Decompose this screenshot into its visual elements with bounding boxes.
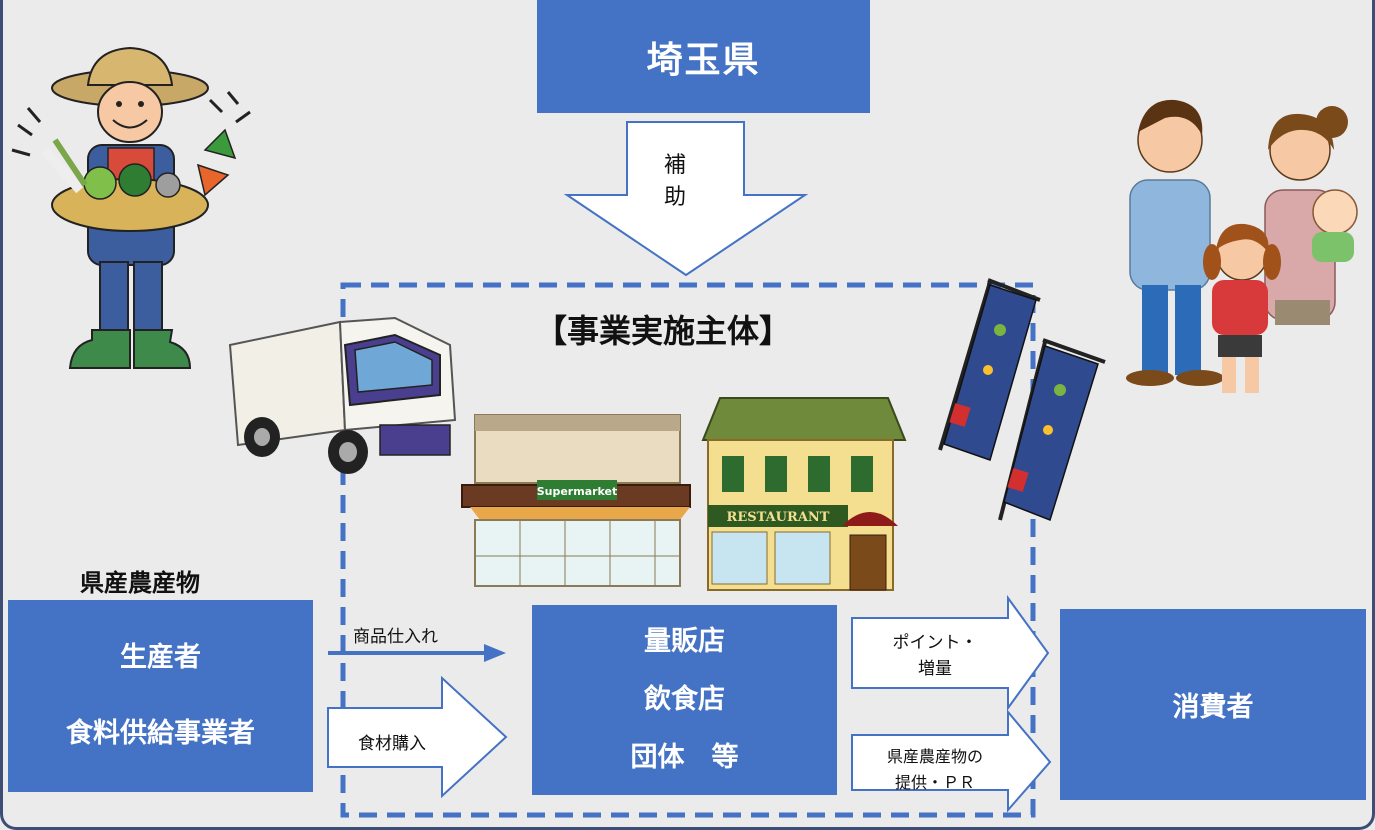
subsidy-label: 補 助 bbox=[660, 150, 690, 214]
points-label: ポイント・ 増量 bbox=[860, 630, 1010, 682]
subsidy-label-line1: 補 bbox=[663, 153, 686, 178]
producer-line1: 生産者 bbox=[120, 642, 201, 673]
purchase-goods-arrow-head bbox=[484, 644, 506, 662]
stores-box: 量販店 飲食店 団体 等 bbox=[532, 605, 837, 795]
provide-arrow bbox=[851, 709, 1052, 813]
ingredients-arrow bbox=[327, 675, 508, 799]
truck-illustration bbox=[228, 316, 457, 474]
provide-label: 県産農産物の 提供・ＰＲ bbox=[860, 744, 1010, 796]
subsidy-label-line2: 助 bbox=[663, 185, 686, 210]
producer-line2: 食料供給事業者 bbox=[66, 718, 255, 749]
provide-label-line2: 提供・ＰＲ bbox=[894, 773, 975, 792]
points-arrow bbox=[851, 594, 1050, 712]
supermarket-sign: Supermarket bbox=[537, 485, 618, 498]
producer-box: 生産者 食料供給事業者 bbox=[8, 600, 313, 792]
prefecture-label: 埼玉県 bbox=[646, 39, 761, 81]
banner-flag-1 bbox=[938, 278, 1041, 461]
points-label-line2: 増量 bbox=[918, 659, 952, 679]
points-label-line1: ポイント・ bbox=[892, 633, 978, 653]
stores-line2: 飲食店 bbox=[644, 684, 725, 715]
consumer-box: 消費者 bbox=[1060, 609, 1366, 800]
restaurant-sign: RESTAURANT bbox=[727, 510, 830, 525]
ingredients-label: 食材購入 bbox=[358, 734, 426, 754]
prefecture-box: 埼玉県 bbox=[537, 0, 870, 113]
implementer-region bbox=[340, 282, 1036, 818]
purchase-goods-label: 商品仕入れ bbox=[353, 627, 438, 647]
producer-caption: 県産農産物 bbox=[80, 569, 200, 597]
stores-line1: 量販店 bbox=[644, 626, 725, 657]
consumer-label: 消費者 bbox=[1172, 692, 1254, 723]
provide-label-line1: 県産農産物の bbox=[886, 747, 983, 766]
subsidy-arrow bbox=[563, 121, 809, 277]
supermarket-illustration: Supermarket bbox=[461, 414, 691, 587]
implementer-title: 【事業実施主体】 bbox=[535, 312, 792, 350]
family-illustration bbox=[1126, 99, 1358, 393]
restaurant-illustration: RESTAURANT bbox=[701, 397, 907, 591]
farmer-illustration bbox=[11, 46, 251, 369]
banner-flag-2 bbox=[998, 338, 1106, 521]
stores-line3: 団体 等 bbox=[630, 742, 739, 773]
